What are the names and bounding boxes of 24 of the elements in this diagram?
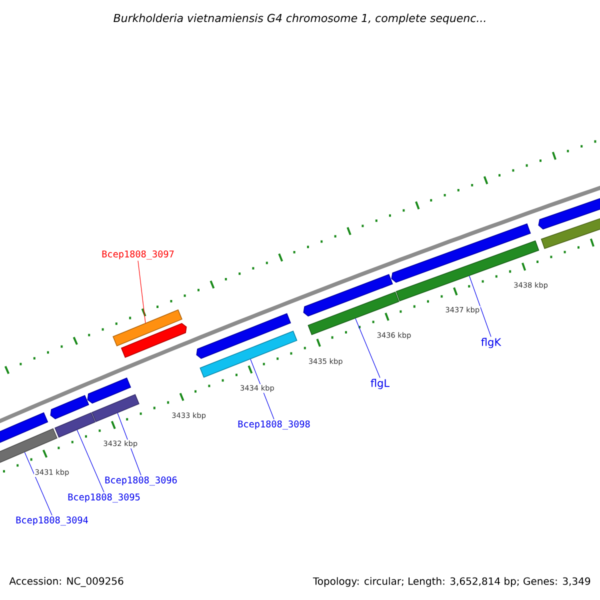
accession-text: Accession: NC_009256 [9, 577, 124, 587]
leader-line [138, 260, 146, 324]
gene-bar [50, 394, 90, 420]
gene-label: Bcep1808_3097 [102, 250, 174, 260]
gene-bar [303, 274, 393, 316]
gene-bar [200, 330, 298, 378]
gene-bar [196, 313, 292, 359]
gene-label: Bcep1808_3098 [238, 420, 310, 430]
gene-label: flgK [481, 338, 502, 348]
gene-label: flgL [370, 378, 390, 390]
leader-line [24, 452, 52, 516]
sequence-info: Topology: circular; Length: 3,652,814 bp; Genes: 3,349 [312, 577, 590, 587]
gene-bar [87, 378, 132, 404]
gene-bar [538, 196, 600, 230]
gene-bar [92, 394, 140, 422]
leader-line [355, 318, 380, 378]
title: Burkholderia vietnamiensis G4 chromosome 1, complete sequenc... [114, 14, 486, 24]
gene-label: Bcep1808_3094 [16, 516, 88, 526]
leader-line [469, 276, 492, 338]
leader-line [76, 430, 104, 493]
gene-label: Bcep1808_3096 [105, 476, 177, 486]
gene-bar [391, 223, 531, 283]
gene-bar [54, 412, 96, 438]
gene-label: Bcep1808_3095 [68, 493, 140, 503]
